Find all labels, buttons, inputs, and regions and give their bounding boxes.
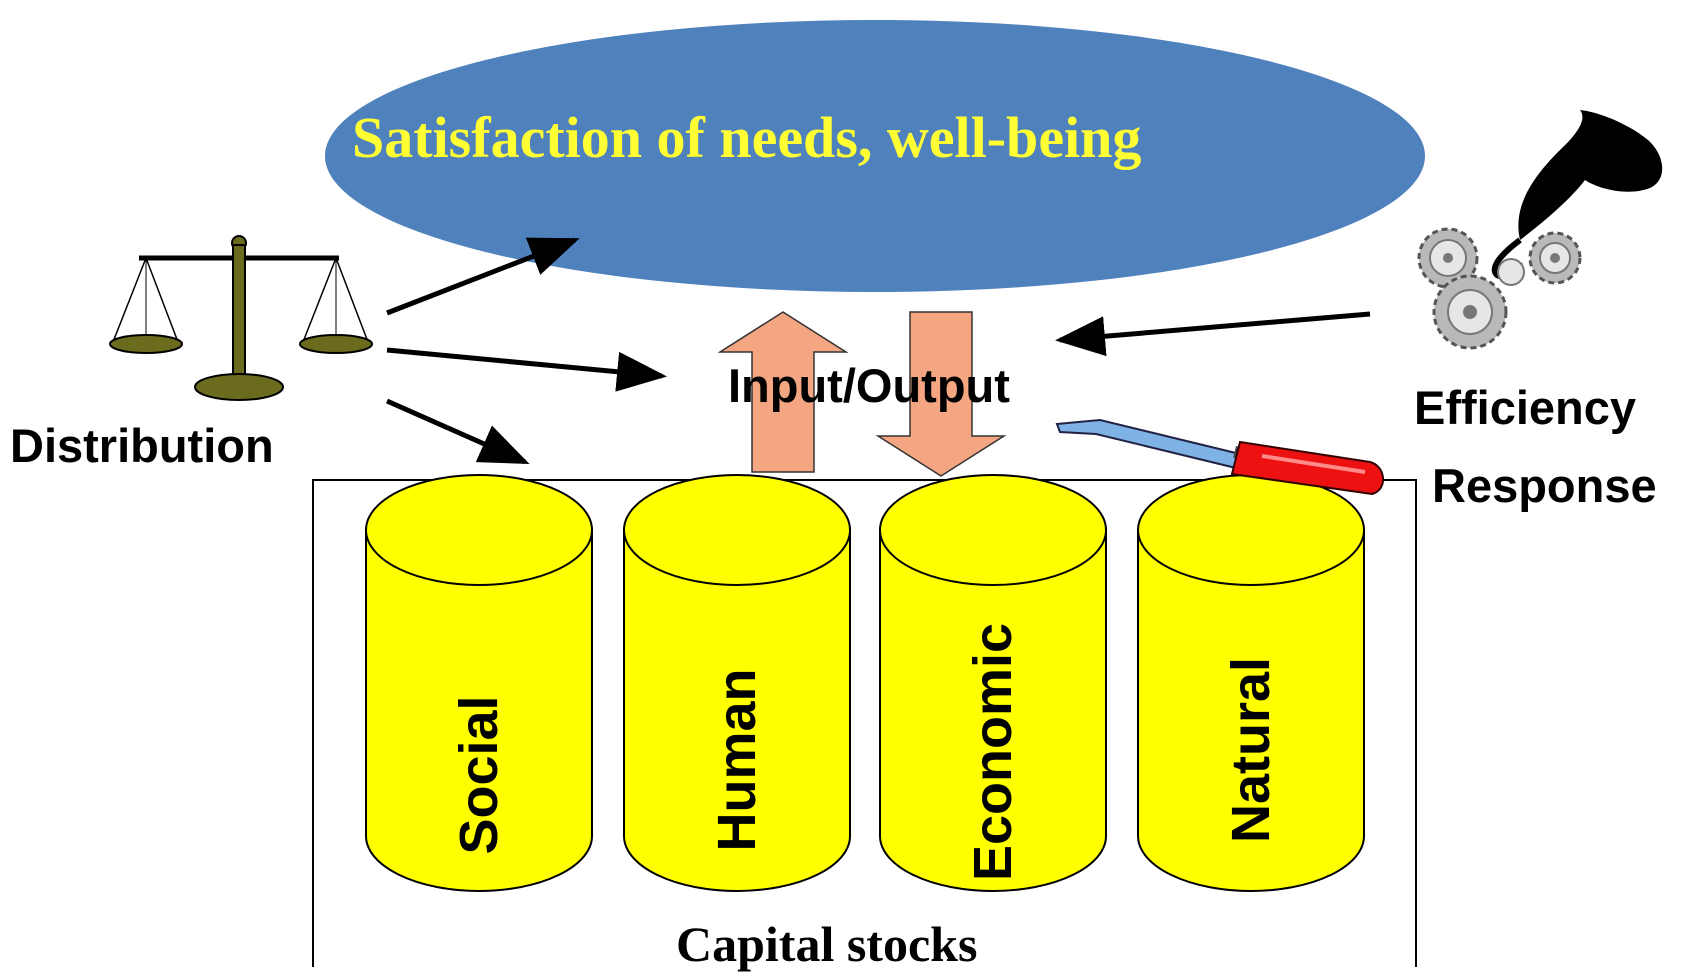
output-up-arrow (717, 311, 849, 473)
input-output-label: Input/Output (728, 359, 1010, 412)
wellbeing-ellipse (325, 20, 1425, 292)
response-label: Response (1432, 459, 1657, 512)
capital-stocks-label: Capital stocks (676, 916, 978, 972)
cylinder-label-social: Social (449, 695, 509, 855)
screwdriver-icon (1055, 418, 1384, 496)
distribution-arrow-to-stocks (385, 398, 530, 465)
distribution-arrow-to-io (386, 347, 667, 392)
cylinder-economic (879, 474, 1107, 892)
cylinder-label-economic: Economic (963, 622, 1023, 882)
gears-icon (1417, 110, 1663, 350)
distribution-arrow-to-wellbeing (386, 237, 580, 316)
balance-scale-icon (109, 235, 373, 401)
cylinder-social (365, 474, 593, 892)
wellbeing-title: Satisfaction of needs, well-being (352, 105, 1142, 170)
efficiency-label: Efficiency (1414, 381, 1637, 434)
cylinder-human (623, 474, 851, 892)
cylinder-label-natural: Natural (1221, 656, 1281, 844)
distribution-label: Distribution (10, 419, 274, 472)
cylinder-label-human: Human (707, 668, 767, 852)
efficiency-arrow-to-io (1055, 311, 1371, 357)
cylinder-natural (1137, 474, 1365, 892)
input-down-arrow (875, 311, 1007, 477)
